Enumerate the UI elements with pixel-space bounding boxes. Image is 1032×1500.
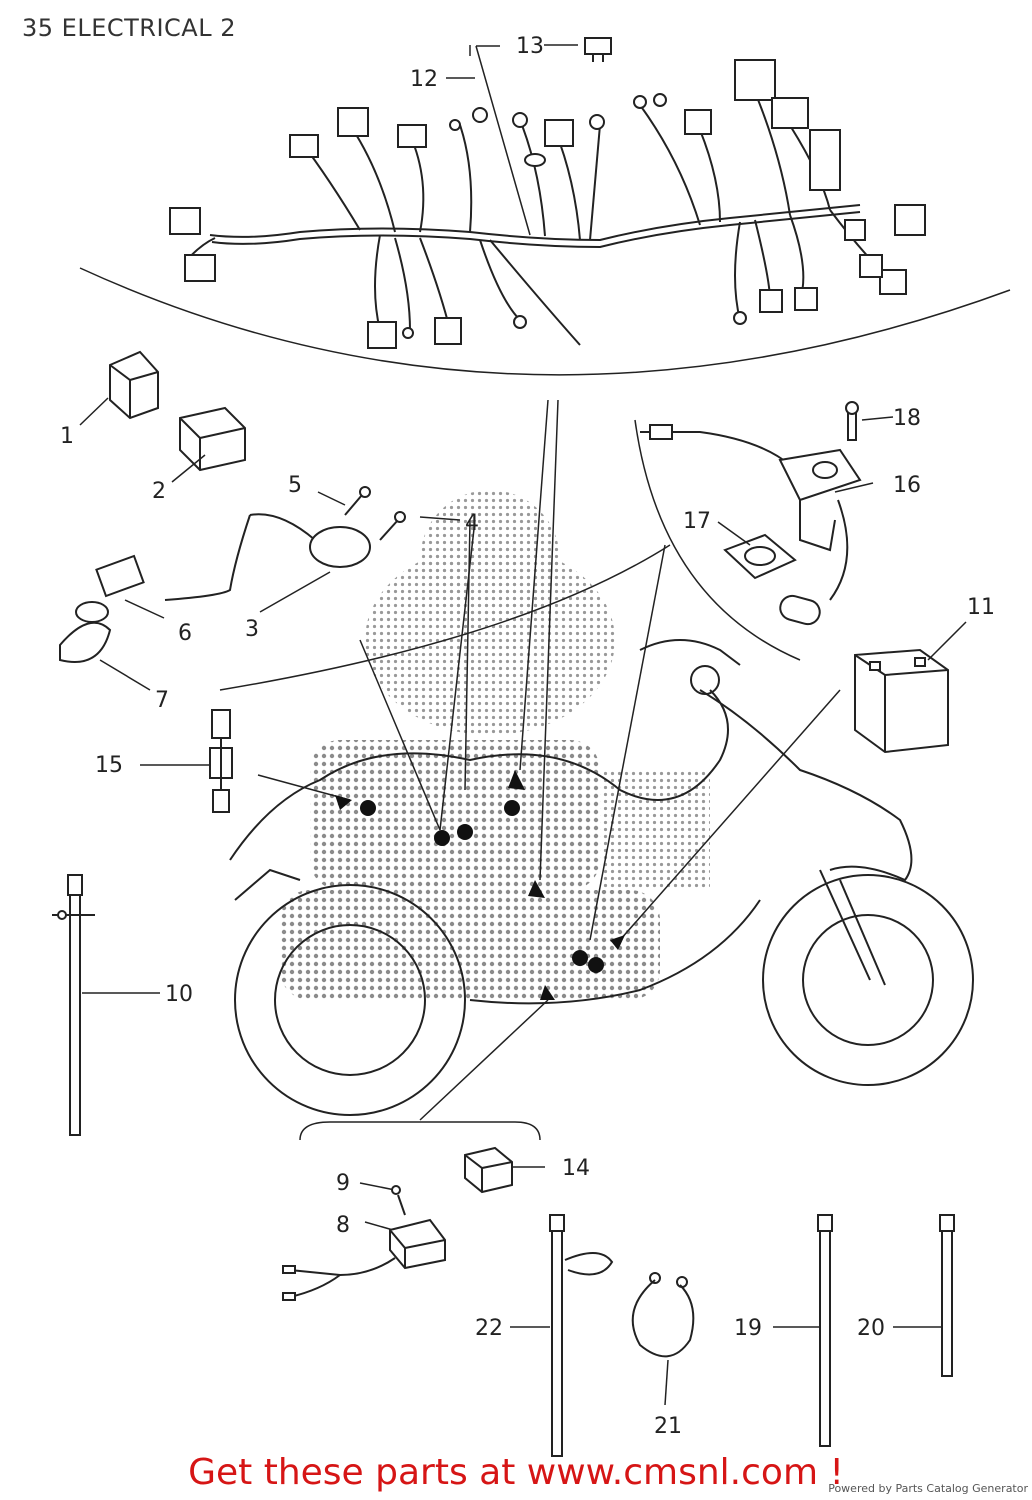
callout-12: 12 — [410, 67, 438, 92]
cable-tie-19 — [817, 1214, 833, 1447]
callout-8: 8 — [336, 1213, 350, 1238]
callout-11: 11 — [967, 595, 995, 620]
callout-10: 10 — [165, 982, 193, 1007]
callout-13: 13 — [516, 34, 544, 59]
wiring-harness — [184, 79, 891, 346]
callout-15: 15 — [95, 753, 123, 778]
cms-watermark-logo — [280, 490, 710, 1000]
relay-cover — [179, 406, 246, 472]
cable-tie-20 — [939, 1214, 955, 1377]
cable-tie-10 — [52, 874, 95, 1136]
callout-14: 14 — [562, 1156, 590, 1181]
starter-relay — [464, 1146, 513, 1194]
battery — [854, 648, 949, 754]
callout-9: 9 — [336, 1171, 350, 1196]
control-unit — [282, 1185, 446, 1301]
callout-5: 5 — [288, 473, 302, 498]
callout-21: 21 — [654, 1414, 682, 1439]
callout-pointers — [79, 44, 967, 1406]
wire-clip — [631, 1272, 695, 1358]
fuel-level-sender — [640, 401, 862, 626]
fuel-sender-group-arc — [634, 419, 801, 661]
callout-19: 19 — [734, 1316, 762, 1341]
fuse — [584, 37, 612, 62]
ignition-group-arc — [219, 544, 671, 691]
scooter-outline — [229, 639, 974, 1116]
callout-labels: 1 2 3 4 5 6 7 8 9 10 11 12 13 14 15 16 1… — [60, 34, 995, 1439]
harness-connectors — [169, 59, 926, 349]
ignition-coil — [59, 513, 371, 663]
callout-4: 4 — [465, 511, 479, 536]
page-title: 35 ELECTRICAL 2 — [22, 14, 236, 42]
callout-16: 16 — [893, 473, 921, 498]
harness-group-arc — [79, 267, 1011, 376]
flasher-relay — [109, 350, 159, 420]
callout-17: 17 — [683, 509, 711, 534]
powered-by-credit: Powered by Parts Catalog Generator — [828, 1482, 1028, 1495]
callout-20: 20 — [857, 1316, 885, 1341]
callout-1: 1 — [60, 424, 74, 449]
cable-tie-22 — [549, 1214, 614, 1457]
callout-22: 22 — [475, 1316, 503, 1341]
callout-7: 7 — [155, 688, 169, 713]
sensor-switch — [209, 709, 233, 813]
callout-6: 6 — [178, 621, 192, 646]
promo-banner-link[interactable]: Get these parts at www.cmsnl.com ! — [188, 1452, 844, 1493]
callout-18: 18 — [893, 406, 921, 431]
callout-2: 2 — [152, 479, 166, 504]
coil-screws — [344, 486, 406, 541]
callout-3: 3 — [245, 617, 259, 642]
location-markers — [335, 770, 625, 1000]
